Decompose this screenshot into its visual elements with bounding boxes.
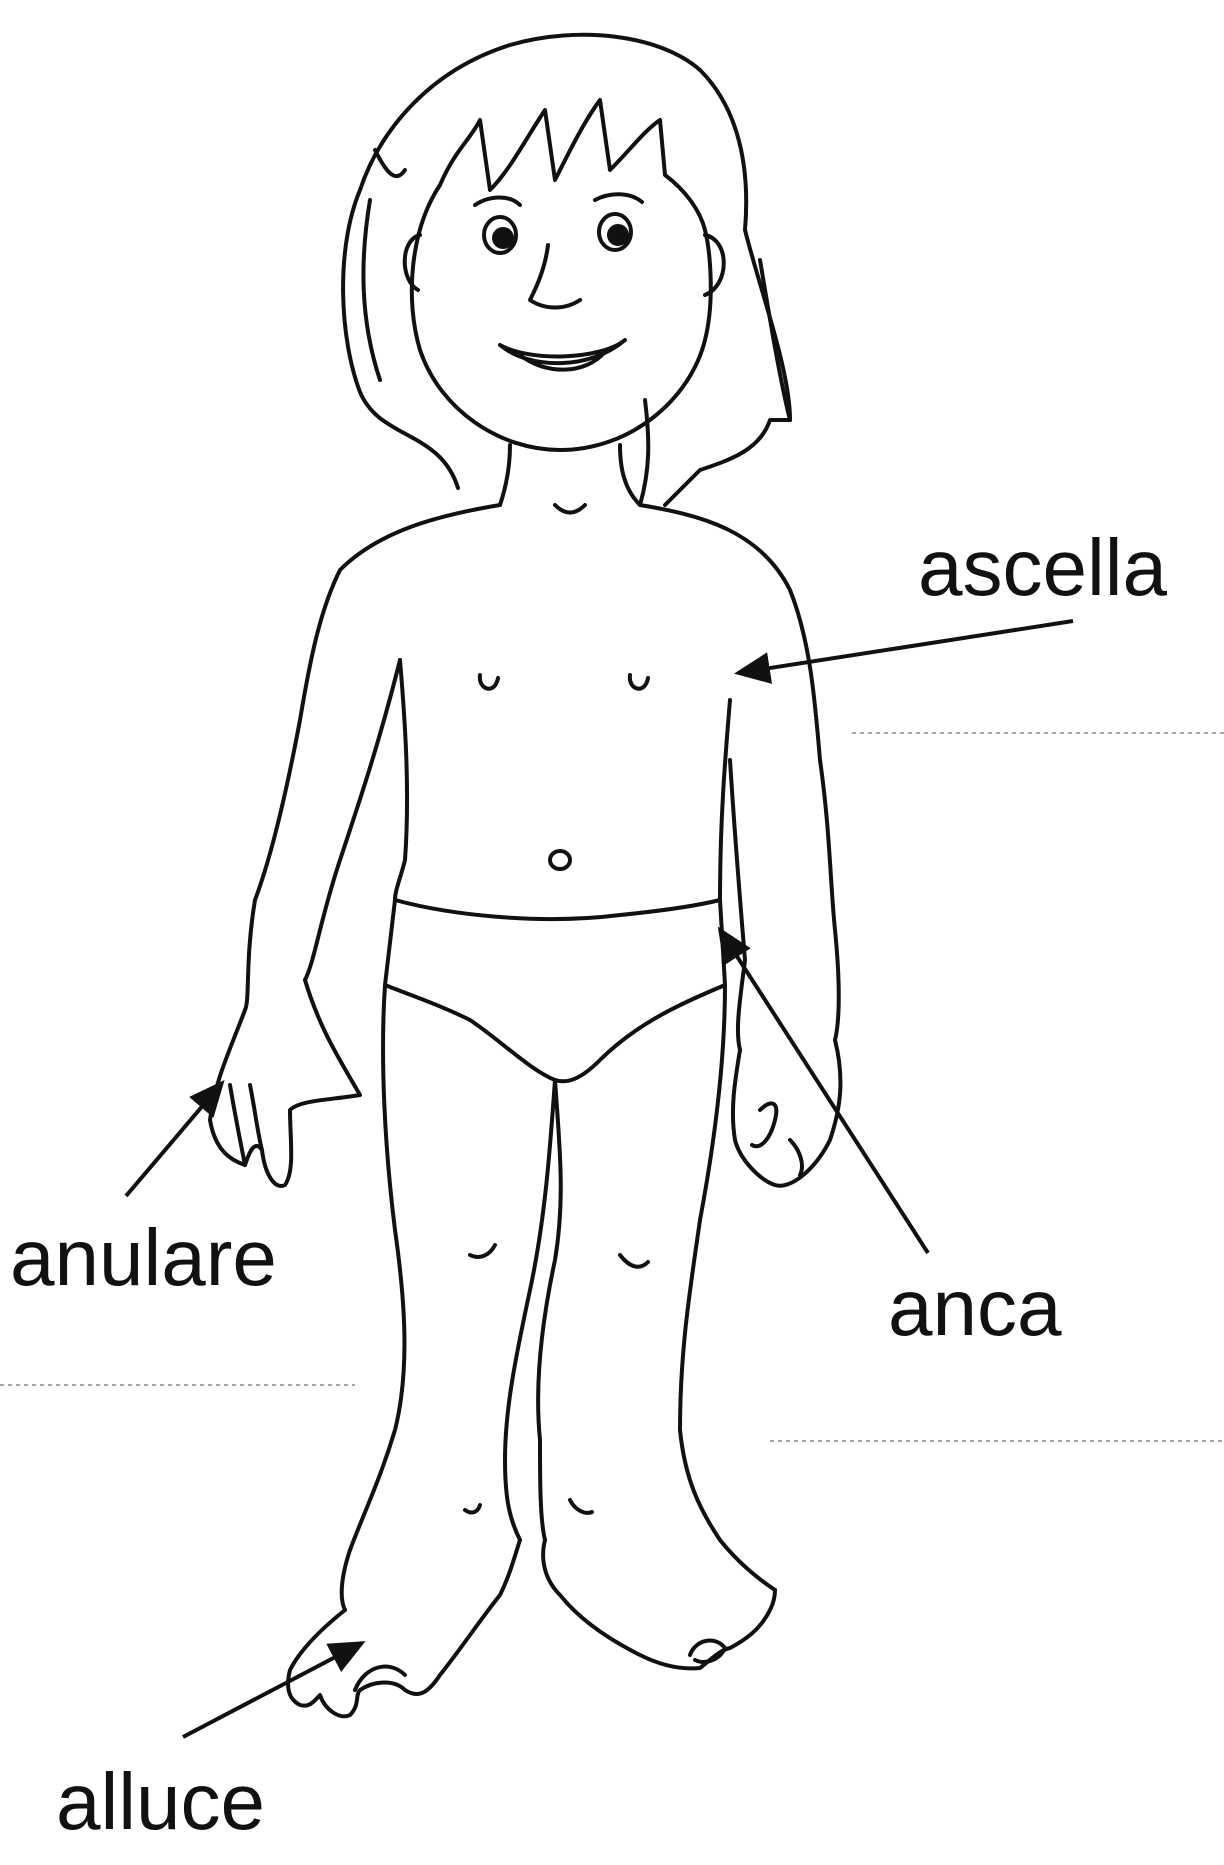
left-knee (470, 1245, 495, 1257)
label-alluce: alluce (56, 1762, 265, 1842)
label-anca: anca (888, 1268, 1061, 1348)
right-nipple (630, 675, 648, 689)
right-hand (733, 1040, 841, 1186)
label-ascella: ascella (918, 528, 1167, 608)
left-arm-inner (305, 660, 400, 980)
right-ankle (570, 1500, 592, 1513)
right-pupil (609, 226, 627, 244)
hair-fringe (440, 100, 705, 230)
navel (550, 851, 570, 869)
arrow-alluce (183, 1643, 362, 1737)
nose (530, 245, 580, 308)
left-pupil (494, 229, 512, 247)
hair-strand (363, 150, 790, 505)
right-fingers (752, 1103, 802, 1175)
child-figure (210, 35, 840, 1716)
left-nipple (480, 675, 498, 689)
left-hand (210, 980, 360, 1186)
right-arm-inner (730, 760, 745, 1050)
right-leg-outer (680, 985, 775, 1590)
left-ankle (465, 1505, 480, 1512)
arrow-ascella (738, 621, 1073, 673)
face-outline (412, 185, 711, 450)
left-foot (288, 1540, 520, 1716)
arrow-anca (720, 930, 928, 1253)
neck-notch (555, 505, 585, 513)
mouth (500, 340, 625, 370)
torso-right-side (720, 700, 730, 900)
arrow-anulare (126, 1083, 222, 1196)
label-anulare: anulare (10, 1218, 277, 1298)
label-arrows (126, 621, 1073, 1737)
eyebrows (475, 194, 642, 205)
left-fingers (230, 1085, 262, 1165)
neck (500, 445, 640, 505)
right-foot (543, 1540, 775, 1668)
right-knee (620, 1255, 648, 1267)
underpants (385, 900, 725, 1081)
torso-left-side (395, 660, 407, 900)
